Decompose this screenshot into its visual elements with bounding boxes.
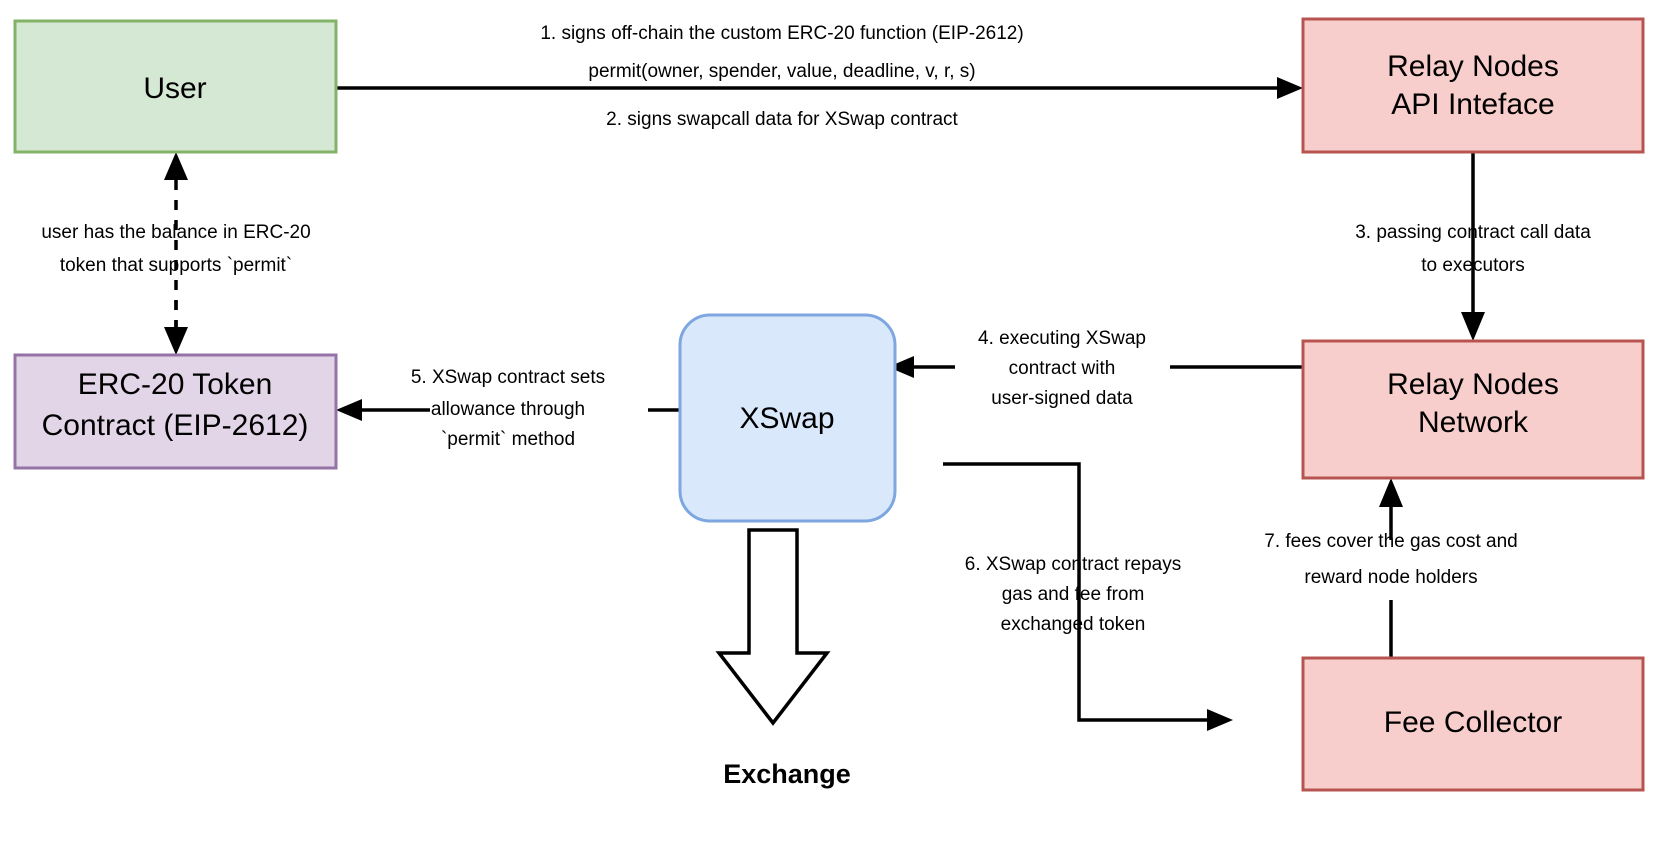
node-exchange: Exchange (723, 759, 851, 789)
edge-erc20-to-user: user has the balance in ERC-20 token tha… (41, 152, 311, 355)
edge-label-line: token that supports `permit` (60, 255, 292, 276)
node-fee-collector-label: Fee Collector (1384, 706, 1562, 739)
edge-label-line: user has the balance in ERC-20 (41, 222, 310, 243)
arrow-head-icon (164, 152, 188, 180)
edge-fee-collector-to-relay-network: 7. fees cover the gas cost and reward no… (1264, 478, 1518, 658)
node-user[interactable]: User (13, 19, 338, 154)
edge-label-line: 3. passing contract call data (1355, 222, 1591, 243)
edge-relay-api-to-relay-network: 3. passing contract call data to executo… (1355, 152, 1591, 341)
edge-xswap-to-exchange (715, 528, 831, 726)
node-relay-api[interactable]: Relay Nodes API Inteface (1301, 17, 1645, 154)
edge-xswap-to-erc20: 5. XSwap contract sets allowance through… (336, 367, 718, 450)
arrow-head-icon (1379, 478, 1403, 507)
arrow-head-icon (888, 356, 914, 378)
node-relay-network[interactable]: Relay Nodes Network (1301, 339, 1645, 480)
edge-label-line: `permit` method (441, 429, 575, 450)
node-relay-network-label-line2: Network (1418, 406, 1529, 439)
edge-label-line: 1. signs off-chain the custom ERC-20 fun… (540, 23, 1023, 44)
edge-user-to-relay-api: 1. signs off-chain the custom ERC-20 fun… (336, 23, 1303, 130)
edge-label-line: user-signed data (991, 388, 1133, 409)
block-arrow-icon (715, 528, 831, 726)
arrow-head-icon (1461, 312, 1485, 341)
node-erc20-token-rect[interactable] (13, 353, 338, 470)
arrow-head-icon (164, 327, 188, 355)
node-xswap-label: XSwap (739, 402, 834, 435)
edge-label-line: permit(owner, spender, value, deadline, … (588, 61, 975, 82)
node-xswap-rect[interactable] (678, 313, 897, 523)
node-user-label: User (143, 72, 206, 105)
edge-label-line: 7. fees cover the gas cost and (1264, 531, 1518, 552)
node-relay-api-rect[interactable] (1301, 17, 1645, 154)
edge-label-line: 4. executing XSwap (978, 328, 1146, 349)
edge-label-line: gas and fee from (1002, 584, 1145, 605)
node-erc20-token-label-line1: ERC-20 Token (78, 368, 273, 401)
edge-label-line: 6. XSwap contract repays (965, 554, 1182, 575)
arrow-head-icon (1277, 77, 1303, 99)
edge-label-line: contract with (1009, 358, 1116, 379)
edge-label-line: to executors (1421, 255, 1525, 276)
edge-label-line: reward node holders (1304, 567, 1477, 588)
arrow-head-icon (336, 399, 362, 421)
node-xswap[interactable]: XSwap (678, 313, 897, 523)
node-fee-collector-rect[interactable] (1301, 656, 1645, 792)
edge-label-line: exchanged token (1001, 614, 1146, 635)
arrow-head-icon (1207, 709, 1233, 731)
node-fee-collector[interactable]: Fee Collector (1301, 656, 1645, 792)
node-erc20-token[interactable]: ERC-20 Token Contract (EIP-2612) (13, 353, 338, 470)
edge-label-line: 5. XSwap contract sets (411, 367, 605, 388)
edge-label-line: allowance through (431, 399, 585, 420)
node-relay-api-label-line1: Relay Nodes (1387, 50, 1559, 83)
node-user-rect[interactable] (13, 19, 338, 154)
edge-label-line: 2. signs swapcall data for XSwap contrac… (606, 109, 958, 130)
node-exchange-label: Exchange (723, 759, 851, 789)
node-relay-network-rect[interactable] (1301, 339, 1645, 480)
node-relay-api-label-line2: API Inteface (1391, 88, 1554, 121)
edge-relay-network-to-xswap: 4. executing XSwap contract with user-si… (888, 328, 1303, 409)
edge-line (943, 462, 1210, 722)
node-erc20-token-label-line2: Contract (EIP-2612) (42, 409, 309, 442)
edge-xswap-to-fee-collector: 6. XSwap contract repays gas and fee fro… (943, 462, 1233, 731)
node-relay-network-label-line1: Relay Nodes (1387, 368, 1559, 401)
